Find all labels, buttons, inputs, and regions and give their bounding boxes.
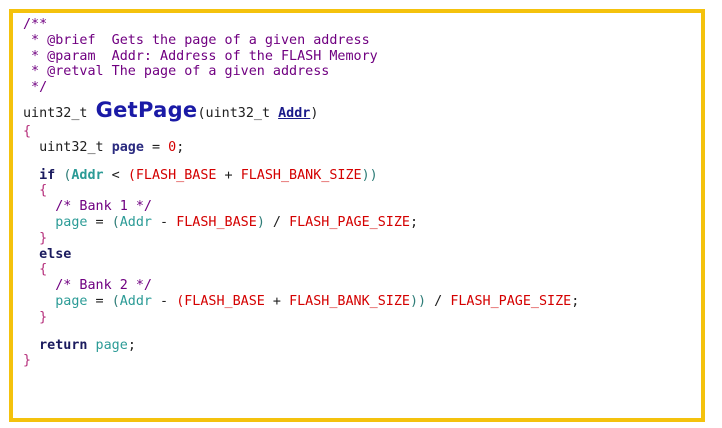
function-signature: uint32_t GetPage(uint32_t Addr) — [23, 96, 701, 124]
comment-close: */ — [23, 80, 48, 96]
lt-operator: < — [103, 167, 128, 183]
semicolon: ; — [127, 337, 136, 353]
comment-line: * @brief Gets the page of a given addres… — [23, 33, 701, 49]
code-line: page = (Addr - FLASH_BASE) / FLASH_PAGE_… — [23, 215, 701, 231]
page-var: page — [87, 337, 128, 353]
plus-operator: + — [216, 167, 241, 183]
comment-line: * @retval The page of a given address — [23, 64, 701, 80]
blank-line — [23, 326, 701, 338]
paren: ) — [256, 214, 265, 230]
comment-line: /** — [23, 17, 701, 33]
code-line: else — [23, 247, 701, 263]
function-name[interactable]: GetPage — [95, 97, 198, 122]
comment-retval: * @retval The page of a given address — [23, 64, 330, 80]
addr-var: Addr — [119, 293, 152, 309]
code-line: { — [23, 262, 701, 278]
div-operator: / — [264, 214, 290, 230]
brace-open: { — [23, 262, 48, 278]
bank2-comment: /* Bank 2 */ — [23, 278, 152, 294]
paren: ( — [111, 293, 120, 309]
return-type: uint32_t — [23, 105, 96, 121]
comment-line: * @param Addr: Address of the FLASH Memo… — [23, 49, 701, 65]
brace-close: } — [23, 309, 48, 325]
param-name[interactable]: Addr — [278, 105, 311, 121]
decl-eq: = — [143, 139, 169, 155]
code-line: /* Bank 1 */ — [23, 199, 701, 215]
code-line: } — [23, 353, 701, 369]
flash-page-size-macro: FLASH_PAGE_SIZE — [289, 214, 410, 230]
paren: ( — [176, 293, 185, 309]
decl-type: uint32_t — [23, 139, 112, 155]
brace-close: } — [23, 353, 32, 369]
flash-bank-size-macro: FLASH_BANK_SIZE — [240, 167, 362, 183]
param-close: ) — [310, 105, 319, 121]
else-keyword: else — [23, 246, 72, 262]
flash-base-macro: FLASH_BASE — [135, 167, 217, 183]
comment-param: * @param Addr: Address of the FLASH Memo… — [23, 48, 378, 64]
addr-var: Addr — [71, 167, 104, 183]
code-line: if (Addr < (FLASH_BASE + FLASH_BANK_SIZE… — [23, 168, 701, 184]
comment-brief: * @brief Gets the page of a given addres… — [23, 32, 370, 48]
comment-open: /** — [23, 17, 48, 32]
code-line: uint32_t page = 0; — [23, 140, 701, 156]
plus-operator: + — [264, 293, 290, 309]
brace-close: } — [23, 230, 48, 246]
minus-operator: - — [152, 293, 177, 309]
semicolon: ; — [571, 293, 580, 309]
blank-line — [23, 156, 701, 168]
code-line: return page; — [23, 338, 701, 354]
code-line: /* Bank 2 */ — [23, 278, 701, 294]
brace-open: { — [23, 183, 48, 199]
eq-operator: = — [87, 214, 112, 230]
code-block: /** * @brief Gets the page of a given ad… — [23, 17, 701, 418]
decl-semi: ; — [176, 139, 185, 155]
code-line: { — [23, 183, 701, 199]
minus-operator: - — [152, 214, 177, 230]
param-open: (uint32_t — [197, 105, 279, 121]
paren: )) — [361, 167, 378, 183]
code-line: } — [23, 310, 701, 326]
decl-num: 0 — [168, 139, 177, 155]
paren: ( — [127, 167, 136, 183]
eq-operator: = — [87, 293, 112, 309]
page-var: page — [23, 214, 88, 230]
code-line: { — [23, 124, 701, 140]
if-keyword: if — [23, 167, 56, 183]
code-line: page = (Addr - (FLASH_BASE + FLASH_BANK_… — [23, 294, 701, 310]
div-operator: / — [426, 293, 451, 309]
return-keyword: return — [23, 337, 88, 353]
paren: ( — [111, 214, 120, 230]
code-line: } — [23, 231, 701, 247]
flash-base-macro: FLASH_BASE — [176, 214, 257, 230]
addr-var: Addr — [119, 214, 152, 230]
brace-open: { — [23, 123, 32, 139]
decl-var: page — [111, 139, 144, 155]
flash-page-size-macro: FLASH_PAGE_SIZE — [450, 293, 572, 309]
paren: )) — [410, 293, 427, 309]
semicolon: ; — [410, 214, 419, 230]
flash-bank-size-macro: FLASH_BANK_SIZE — [289, 293, 410, 309]
paren: ( — [63, 167, 72, 183]
flash-base-macro: FLASH_BASE — [184, 293, 265, 309]
comment-line: */ — [23, 80, 701, 96]
code-frame: /** * @brief Gets the page of a given ad… — [9, 9, 705, 422]
bank1-comment: /* Bank 1 */ — [23, 199, 152, 215]
page-var: page — [23, 293, 88, 309]
